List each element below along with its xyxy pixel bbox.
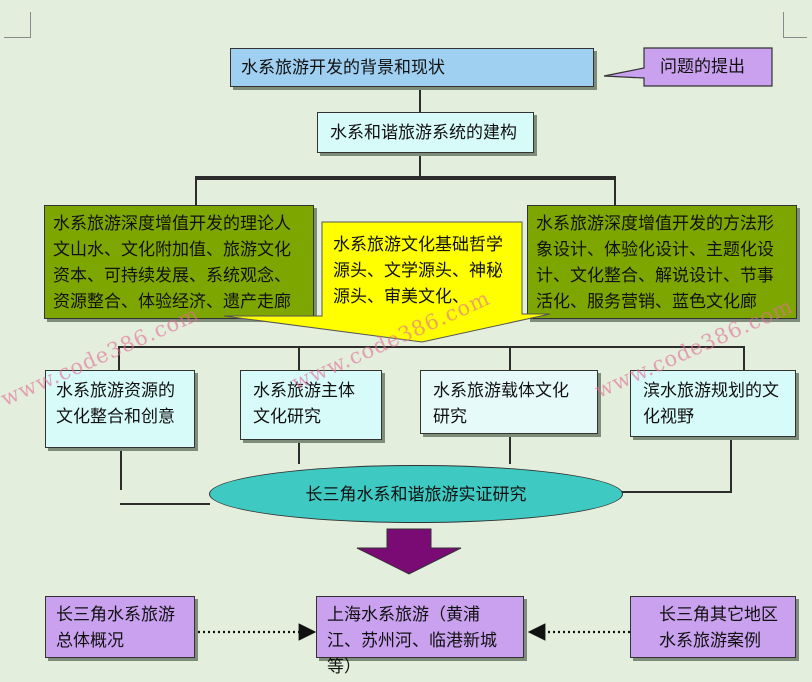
down-arrow-purple <box>356 528 462 575</box>
shanghai-label: 上海水系旅游（黄浦江、苏州河、临港新城等） <box>327 605 497 677</box>
connector-thick-bar <box>195 176 616 180</box>
question-callout: 问题的提出 <box>660 54 770 82</box>
connector-l4-a <box>120 450 122 490</box>
theory-box: 水系旅游深度增值开发的理论人文山水、文化附加值、旅游文化资本、可持续发展、系统观… <box>44 205 314 319</box>
connector-l4-d <box>730 438 732 492</box>
resource-box: 水系旅游资源的文化整合和创意 <box>45 370 195 448</box>
carrier-box: 水系旅游载体文化研究 <box>420 370 598 434</box>
overview-label: 长三角水系旅游总体概况 <box>56 605 175 651</box>
carrier-label: 水系旅游载体文化研究 <box>433 381 569 427</box>
connector-ellipse-right <box>622 491 732 493</box>
connector-level3-bar <box>118 346 745 348</box>
planning-box: 滨水旅游规划的文化视野 <box>630 370 796 437</box>
method-box: 水系旅游深度增值开发的方法形象设计、体验化设计、主题化设计、文化整合、解说设计、… <box>527 205 797 319</box>
construction-box: 水系和谐旅游系统的建构 <box>317 112 534 153</box>
overview-box: 长三角水系旅游总体概况 <box>45 596 195 658</box>
culture-basis-arrow <box>223 221 551 343</box>
callout-shape <box>603 47 773 87</box>
connector-construction-bar <box>419 153 421 177</box>
others-box: 长三角其它地区水系旅游案例 <box>630 596 796 658</box>
dotted-arrows <box>198 623 630 641</box>
connector-bg-construction <box>419 87 421 117</box>
culture-basis-label: 水系旅游文化基础哲学源头、文学源头、神秘源头、审美文化、 <box>333 235 503 307</box>
resource-label: 水系旅游资源的文化整合和创意 <box>56 381 175 427</box>
yrd-study-ellipse: 长三角水系和谐旅游实证研究 <box>209 465 623 523</box>
yrd-study-label: 长三角水系和谐旅游实证研究 <box>305 485 527 505</box>
method-label: 水系旅游深度增值开发的方法形象设计、体验化设计、主题化设计、文化整合、解说设计、… <box>536 214 774 312</box>
corner-mark-right-h <box>783 37 807 38</box>
connector-ellipse-left <box>120 503 210 505</box>
connector-bar-left <box>195 176 197 206</box>
background-box: 水系旅游开发的背景和现状 <box>230 48 594 87</box>
connector-l4-b <box>298 442 300 464</box>
theory-label: 水系旅游深度增值开发的理论人文山水、文化附加值、旅游文化资本、可持续发展、系统观… <box>53 214 291 312</box>
subject-label: 水系旅游主体文化研究 <box>253 381 355 427</box>
subject-box: 水系旅游主体文化研究 <box>240 370 382 440</box>
connector-l3-d <box>743 346 745 371</box>
corner-mark-right <box>783 12 784 38</box>
corner-mark-left <box>30 12 31 38</box>
planning-label: 滨水旅游规划的文化视野 <box>643 381 779 427</box>
connector-bar-right <box>614 176 616 206</box>
question-label: 问题的提出 <box>660 57 745 77</box>
construction-label: 水系和谐旅游系统的建构 <box>330 123 517 143</box>
corner-mark-left-h <box>4 37 30 38</box>
connector-l4-c <box>509 436 511 464</box>
connector-l3-c <box>509 346 511 371</box>
background-label: 水系旅游开发的背景和现状 <box>241 58 445 78</box>
shanghai-box: 上海水系旅游（黄浦江、苏州河、临港新城等） <box>316 596 524 677</box>
culture-basis-text: 水系旅游文化基础哲学源头、文学源头、神秘源头、审美文化、 <box>333 232 511 314</box>
connector-l3-a <box>118 346 120 371</box>
connector-l3-b <box>298 346 300 371</box>
others-label: 长三角其它地区水系旅游案例 <box>659 605 778 651</box>
